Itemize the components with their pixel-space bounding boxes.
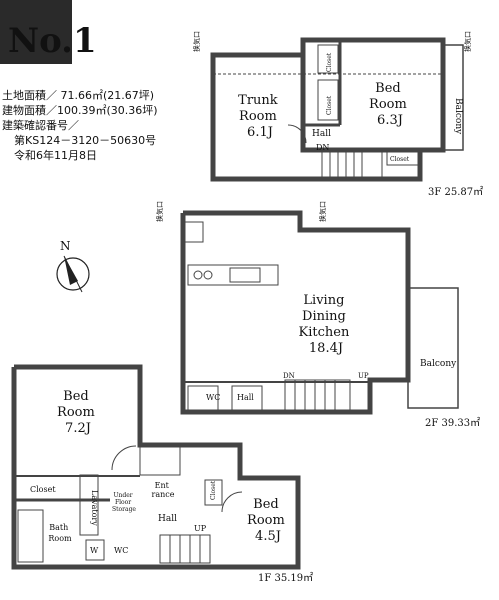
floor-1 [11,364,301,570]
vent-label-2f-left: 换気口 [155,201,164,222]
hall-3f: Hall [312,129,331,139]
land-area: 土地面積／ 71.66㎡(21.67坪) [2,89,155,102]
closet-3f-top: Closet [326,52,333,72]
permit-date: 令和6年11月8日 [14,149,97,162]
area-3f: 3F 25.87㎡ [428,186,483,198]
bed-room-1f-a-label: Bed Room 7.2J [57,389,99,436]
balcony-2f: Balcony [420,359,457,369]
north-label: N [60,239,71,253]
trunk-room-label: Trunk Room 6.1J [238,93,282,140]
vent-label-2f-right: 换気口 [318,201,327,222]
hall-2f: Hall [237,393,254,402]
bed-room-3f-label: Bed Room 6.3J [369,81,411,128]
floor-1-labels: Bed Room 7.2J Bed Room 4.5J Closet Close… [30,389,313,584]
floor-2-labels: Living Dining Kitchen 18.4J WC Hall DN U… [206,293,480,429]
permit-number: 第KS124－3120－50630号 [14,134,157,147]
washer-label: W [90,546,99,555]
bed-room-1f-b-label: Bed Room 4.5J [247,497,289,544]
area-2f: 2F 39.33㎡ [425,417,480,429]
area-1f: 1F 35.19㎡ [258,572,313,584]
closet-3f-small: Closet [390,156,410,163]
entrance-label: Ent rance [152,481,175,499]
ldk-label: Living Dining Kitchen 18.4J [299,293,354,356]
closet-1f-a: Closet [30,485,56,494]
up-1f: UP [194,524,207,533]
permit-label: 建築確認番号／ [2,119,79,132]
floor-3-labels: Trunk Room 6.1J Bed Room 6.3J Closet Clo… [238,52,483,198]
closet-1f-b: Closet [210,480,217,500]
north-arrow: N [56,239,90,293]
vent-label-3f-right: 换気口 [463,31,472,52]
dn-2f: DN [283,372,295,380]
wc-2f: WC [206,393,220,402]
under-floor-label: Under Floor Storage [112,492,136,513]
plan-number-badge: No.1 [0,0,97,64]
floor-2 [180,210,459,415]
wc-1f: WC [114,546,128,555]
dn-3f: DN [316,143,329,152]
vent-markers: 换気口 换気口 换気口 换気口 [155,31,472,222]
up-2f: UP [358,372,369,380]
hall-1f: Hall [158,514,177,524]
bath-room-label: Bath Room [48,523,72,543]
balcony-3f: Balcony [453,98,463,135]
closet-3f-mid: Closet [326,95,333,115]
floor-3 [210,37,464,182]
lavatory-label: Lavatory [90,490,99,526]
building-area: 建物面積／100.39㎡(30.36坪) [2,104,158,117]
vent-label-3f-left: 换気口 [192,31,201,52]
badge-label: No.1 [8,21,97,61]
